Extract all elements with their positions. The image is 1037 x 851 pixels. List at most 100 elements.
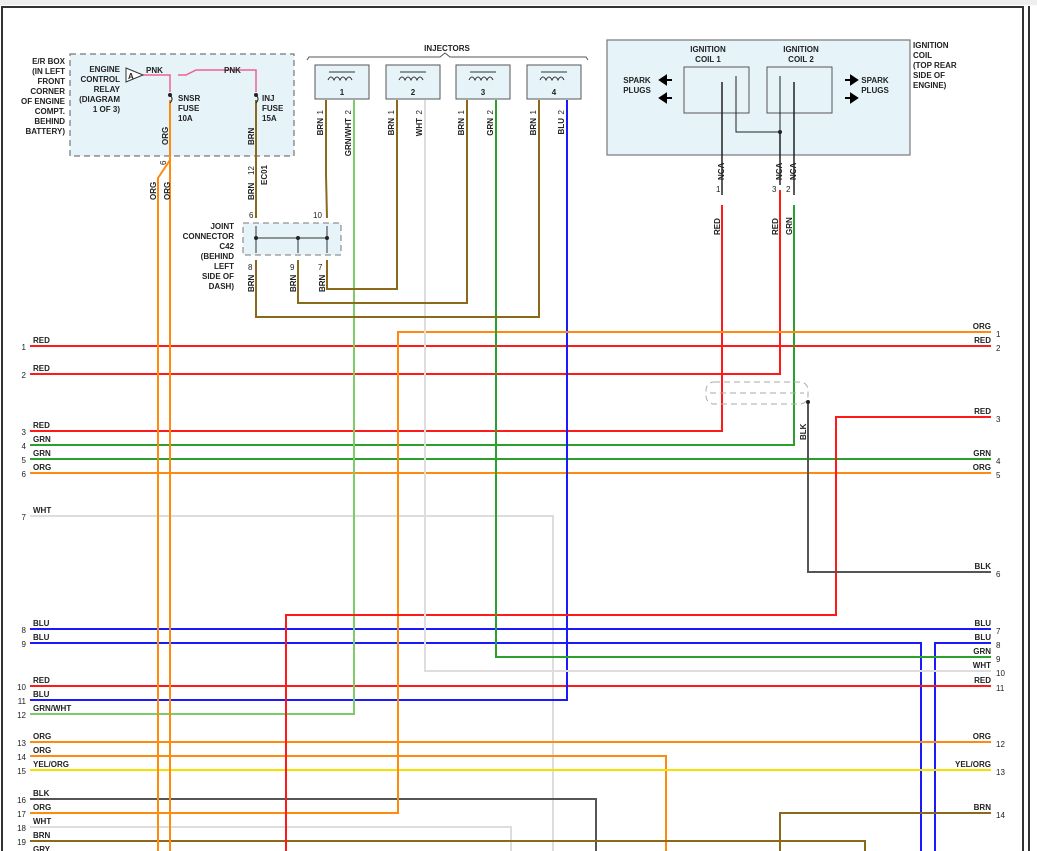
coil-pin: 2 bbox=[786, 185, 791, 194]
right-pin-number: 13 bbox=[996, 768, 1005, 777]
injector-wire-color: BRN bbox=[529, 118, 538, 136]
injector-pin: 1 bbox=[316, 109, 325, 114]
ignition-location-line: (TOP REAR bbox=[913, 61, 957, 70]
wire-c42-9-brn-to-inj3 bbox=[297, 100, 468, 304]
injector-pin: 2 bbox=[557, 109, 566, 114]
c42-pin: 8 bbox=[248, 263, 253, 272]
inj-fuse-label-line: FUSE bbox=[262, 104, 284, 113]
right-pin-color: BLU bbox=[975, 619, 992, 628]
left-pin-color: ORG bbox=[33, 803, 51, 812]
ignition-coil-box bbox=[606, 39, 911, 156]
wire-left-4-grn-to-coil-2 bbox=[30, 205, 795, 446]
left-pin-color: YEL/ORG bbox=[33, 760, 69, 769]
wire-inj3-grn-to-right-9 bbox=[495, 100, 991, 658]
c42-pin: 6 bbox=[249, 211, 254, 220]
injector-number: 3 bbox=[481, 88, 486, 97]
right-pin-number: 11 bbox=[996, 684, 1005, 693]
wire-color: ORG bbox=[149, 182, 158, 200]
inj-fuse-label-line: INJ bbox=[262, 94, 274, 103]
right-pin-color: RED bbox=[974, 336, 991, 345]
right-pin-color: RED bbox=[974, 407, 991, 416]
wire-right-8-blu bbox=[934, 642, 991, 851]
er-box-location-line: E/R BOX bbox=[32, 57, 66, 66]
injector-pin: 2 bbox=[486, 109, 495, 114]
joint-connector-c42 bbox=[242, 222, 342, 256]
left-pin-color: BRN bbox=[33, 831, 51, 840]
fuse-icon bbox=[255, 94, 259, 104]
injector-wire-color: BRN bbox=[387, 118, 396, 136]
wire-inj2-wht-to-right-10 bbox=[424, 100, 991, 672]
snsr-fuse-label-line: FUSE bbox=[178, 104, 200, 113]
left-pin-number: 5 bbox=[22, 456, 27, 465]
injector-wire-color: BRN bbox=[316, 118, 325, 136]
ignition-coil-1 bbox=[683, 66, 750, 114]
wire-left-7-wht bbox=[30, 515, 554, 851]
inj-fuse-label-line: 15A bbox=[262, 114, 277, 123]
left-pin-number: 17 bbox=[17, 810, 26, 819]
wire-org-from-snsr-fuse-1 bbox=[157, 100, 171, 851]
left-pin-color: WHT bbox=[33, 506, 51, 515]
spark-plugs-right-line: PLUGS bbox=[861, 86, 889, 95]
left-pin-number: 2 bbox=[22, 371, 27, 380]
injector-number: 4 bbox=[552, 88, 557, 97]
left-pin-color: ORG bbox=[33, 746, 51, 755]
ignition-location-line: SIDE OF bbox=[913, 71, 945, 80]
relay-label-line: RELAY bbox=[94, 85, 121, 94]
wire-pnk-relay-inj bbox=[178, 69, 257, 92]
injector-coil-icon bbox=[327, 76, 353, 82]
wire-color: BRN bbox=[247, 274, 256, 292]
injectors-bracket bbox=[306, 52, 589, 61]
connector-ec01: EC01 bbox=[260, 164, 269, 185]
wire-left-14-org bbox=[30, 755, 667, 851]
relay-ref-icon bbox=[125, 67, 145, 83]
joint-connector-label-line: (BEHIND bbox=[201, 252, 235, 261]
joint-connector-label-line: LEFT bbox=[214, 262, 234, 271]
right-pin-color: BLU bbox=[975, 633, 992, 642]
relay-label-line: CONTROL bbox=[80, 75, 120, 84]
left-pin-color: RED bbox=[33, 421, 50, 430]
injectors-title: INJECTORS bbox=[424, 44, 470, 53]
right-pin-color: GRN bbox=[973, 449, 991, 458]
wire-color: BRN bbox=[247, 182, 256, 200]
coil-pin: 3 bbox=[772, 185, 777, 194]
relay-ref: A bbox=[128, 72, 134, 81]
spark-plugs-left-line: PLUGS bbox=[623, 86, 651, 95]
wire-right-14-brn bbox=[779, 812, 991, 851]
right-pin-number: 2 bbox=[996, 344, 1001, 353]
wire-color: ORG bbox=[163, 182, 172, 200]
injector-2 bbox=[385, 64, 441, 100]
wire-left-17-org bbox=[30, 331, 991, 814]
pin-number: 12 bbox=[247, 166, 256, 175]
left-pin-color: BLU bbox=[33, 619, 50, 628]
fuse-icon bbox=[169, 94, 173, 104]
right-pin-color: RED bbox=[974, 676, 991, 685]
left-pin-number: 19 bbox=[17, 838, 26, 847]
left-pin-number: 8 bbox=[22, 626, 27, 635]
wire-left-9-blu bbox=[30, 642, 922, 851]
injector-wire-color: WHT bbox=[415, 118, 424, 136]
left-pin-color: GRN bbox=[33, 449, 51, 458]
spark-plugs-left-line: SPARK bbox=[623, 76, 651, 85]
wire-c42-7-brn-to-inj2 bbox=[326, 100, 398, 290]
c42-pin: 7 bbox=[318, 263, 323, 272]
left-pin-number: 4 bbox=[22, 442, 27, 451]
coil-2-label-line: COIL 2 bbox=[788, 55, 814, 64]
injector-4 bbox=[526, 64, 582, 100]
ignition-location-line: ENGINE) bbox=[913, 81, 947, 90]
right-pin-number: 4 bbox=[996, 457, 1001, 466]
left-pin-number: 18 bbox=[17, 824, 26, 833]
joint-connector-label-line: DASH) bbox=[209, 282, 235, 291]
wire-left-18-wht bbox=[30, 826, 512, 851]
injector-coil-icon bbox=[468, 76, 494, 82]
wire-color: BLK bbox=[799, 423, 808, 440]
snsr-fuse-label-line: 10A bbox=[178, 114, 193, 123]
splice-dot bbox=[806, 400, 810, 404]
injector-1 bbox=[314, 64, 370, 100]
ignition-location-line: IGNITION bbox=[913, 41, 949, 50]
ignition-coil-2 bbox=[766, 66, 833, 114]
left-pin-number: 1 bbox=[22, 343, 27, 352]
injector-coil-icon bbox=[539, 76, 565, 82]
wire-left-19-brn bbox=[30, 840, 866, 851]
left-pin-number: 10 bbox=[17, 683, 26, 692]
wire-color: BRN bbox=[318, 274, 327, 292]
